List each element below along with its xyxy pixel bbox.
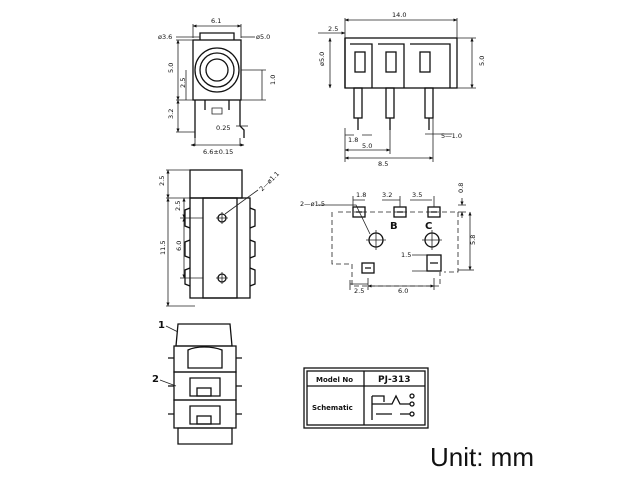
dim-vertical: 5.8: [469, 235, 477, 245]
dim-bore-dia: ø5.0: [256, 33, 270, 41]
dim-pad-edge: 0.8: [457, 183, 465, 193]
pcb-layout: [318, 196, 474, 290]
dim-pcb-holes: 2—ø1.5: [300, 200, 325, 208]
dim-hole-pitch: 6.0: [175, 241, 183, 251]
dim-lead-thickness: 0.25: [216, 124, 230, 132]
dim-overall-span: 8.5: [378, 160, 388, 168]
dim-bottom-span: 6.0: [398, 287, 408, 295]
assembly-view: [159, 323, 242, 445]
dim-pin-width: 1.8: [348, 136, 358, 144]
dim-right-height: 5.0: [478, 56, 486, 66]
dim-left-height: ø5.0: [318, 52, 326, 66]
callout-1: 1: [158, 320, 165, 331]
dim-lead-offset: 1.0: [269, 75, 277, 85]
dim-total: 11.5: [159, 241, 167, 255]
dim-height: 5.0: [167, 63, 175, 73]
dim-bottom-left: 2.5: [354, 287, 364, 295]
unit-caption: Unit: mm: [430, 442, 534, 472]
dim-total-length: 14.0: [392, 11, 406, 19]
pin-b-label: B: [390, 221, 398, 232]
side-view: [318, 18, 476, 162]
top-view: [166, 169, 259, 307]
dim-body-width: 6.1: [211, 17, 221, 25]
dim-pin-span: 5.0: [362, 142, 372, 150]
dim-center-height: 2.5: [179, 78, 187, 88]
callout-2: 2: [152, 374, 159, 385]
dim-lead-length: 3.2: [167, 109, 175, 119]
dim-top-length: 2.5: [158, 176, 166, 186]
dim-top-step: 2.5: [328, 25, 338, 33]
dim-pad-b: 3.2: [382, 191, 392, 199]
dim-jack-dia: ø3.6: [158, 33, 172, 41]
dim-hole-offset: 2.5: [174, 201, 182, 211]
dim-right-pin: 5—1.0: [441, 132, 462, 140]
dim-total-width: 6.6±0.15: [203, 148, 233, 156]
dim-hole-dia: 2—ø1.1: [258, 170, 281, 193]
pin-c-label: C: [425, 221, 432, 232]
model-no-label: Model No: [316, 376, 353, 384]
dim-bottom-pad: 1.5: [401, 251, 411, 259]
dim-pad-a: 1.8: [356, 191, 366, 199]
dim-pad-c: 3.5: [412, 191, 422, 199]
schematic-label: Schematic: [312, 404, 353, 412]
title-block: [303, 367, 429, 429]
model-no-value: PJ-313: [378, 375, 410, 385]
front-view: [176, 24, 266, 147]
